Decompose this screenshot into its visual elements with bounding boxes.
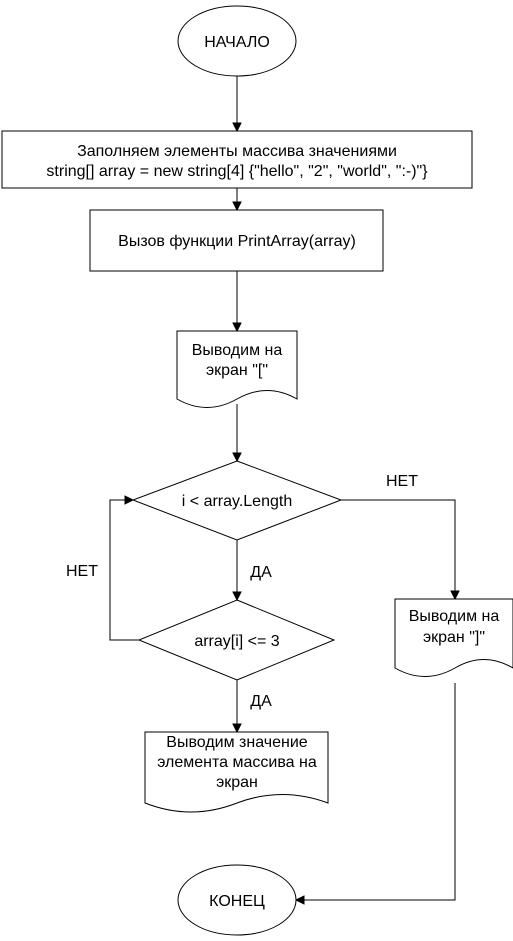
edge-print-close-to-end — [303, 683, 456, 901]
length-check-label: array[i] <= 3 — [194, 633, 279, 650]
loop-yes-label: ДА — [250, 564, 272, 581]
call-function-box — [89, 209, 384, 272]
check-yes-label: ДА — [250, 693, 272, 710]
loop-condition-label: i < array.Length — [182, 493, 292, 510]
connectors — [109, 76, 460, 905]
arrowhead — [232, 122, 242, 133]
end-label: КОНЕЦ — [209, 893, 265, 910]
print-close-label-line-2: экран "]" — [423, 629, 485, 646]
fill-array-label-line-2: string[] array = new string[4] {"hello",… — [46, 163, 428, 180]
fill-array-node: Заполняем элементы массива значениями st… — [1, 130, 473, 189]
start-node: НАЧАЛО — [177, 5, 297, 77]
arrowhead — [124, 495, 135, 505]
arrowhead — [294, 895, 305, 905]
print-close-node: Выводим на экран "]" — [394, 598, 513, 677]
arrowhead — [232, 322, 242, 333]
print-element-label-line-1: Выводим значение — [166, 734, 307, 751]
loop-condition-diamond — [131, 460, 343, 541]
print-close-document — [394, 598, 513, 677]
edge-labels: НЕТ ДА ДА НЕТ — [66, 473, 418, 710]
arrowhead — [232, 452, 242, 463]
print-element-label-line-3: экран — [216, 774, 258, 791]
print-open-label-line-1: Выводим на — [192, 342, 283, 359]
loop-condition-node: i < array.Length — [131, 460, 343, 541]
start-ellipse — [177, 5, 297, 77]
call-function-label: Вызов функции PrintArray(array) — [118, 233, 356, 250]
fill-array-label-line-1: Заполняем элементы массива значениями — [77, 143, 397, 160]
arrowhead — [232, 201, 242, 212]
print-open-node: Выводим на экран "[" — [176, 330, 298, 408]
check-no-label: НЕТ — [66, 563, 98, 580]
arrowhead — [232, 723, 242, 734]
end-ellipse — [177, 864, 297, 936]
edge-check-no-back-to-loop — [109, 499, 139, 641]
print-element-node: Выводим значение элемента массива на экр… — [144, 731, 329, 813]
edge-loop-no-to-print-close — [341, 499, 456, 592]
end-node: КОНЕЦ — [177, 864, 297, 936]
print-close-label-line-1: Выводим на — [409, 608, 500, 625]
print-open-label-line-2: экран "[" — [206, 362, 268, 379]
fill-array-box — [1, 130, 473, 189]
print-open-document — [176, 330, 298, 408]
print-element-label-line-2: элемента массива на — [157, 754, 317, 771]
arrowhead — [450, 590, 460, 601]
length-check-diamond — [137, 599, 336, 681]
loop-no-label: НЕТ — [386, 473, 418, 490]
print-element-document — [144, 731, 329, 813]
arrowhead — [232, 591, 242, 602]
start-label: НАЧАЛО — [204, 34, 270, 51]
length-check-node: array[i] <= 3 — [137, 599, 336, 681]
call-function-node: Вызов функции PrintArray(array) — [89, 209, 384, 272]
